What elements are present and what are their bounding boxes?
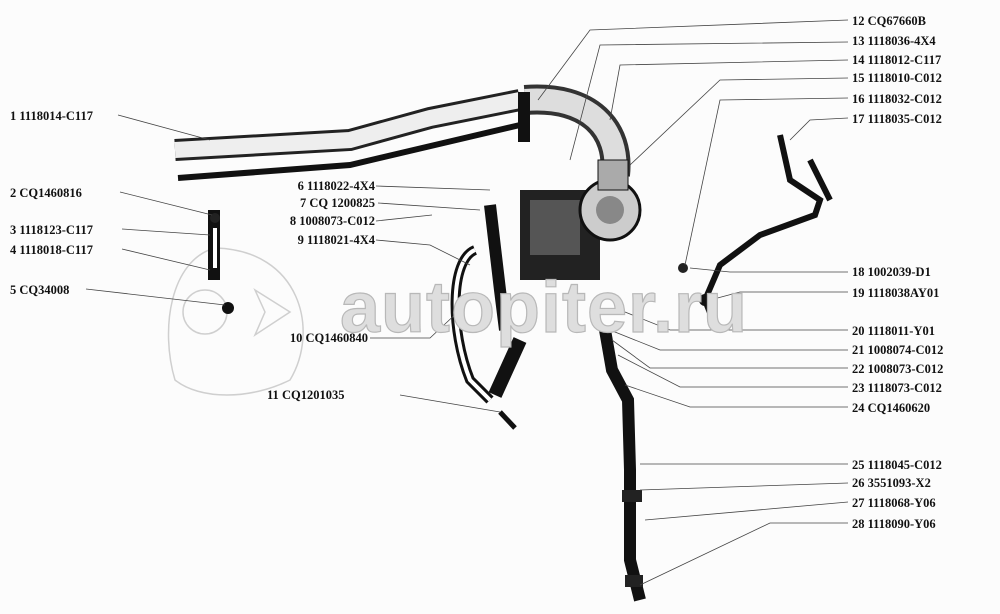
- part-code: 1118036-4X4: [867, 34, 936, 48]
- part-label-8: 8 1008073-C012: [265, 214, 375, 228]
- part-number: 15: [852, 71, 865, 85]
- part-code: 1118018-C117: [19, 243, 93, 257]
- part-label-19: 19 1118038AY01: [852, 286, 939, 300]
- part-number: 22: [852, 362, 865, 376]
- watermark-logo: [167, 247, 304, 396]
- part-code: CQ1460620: [867, 401, 931, 415]
- part-code: CQ67660B: [867, 14, 926, 28]
- part-code: CQ 1200825: [309, 196, 375, 210]
- part-label-3: 3 1118123-C117: [10, 223, 93, 237]
- part-code: CQ34008: [19, 283, 70, 297]
- part-label-28: 28 1118090-Y06: [852, 517, 936, 531]
- part-label-17: 17 1118035-C012: [852, 112, 942, 126]
- part-code: 1118021-4X4: [306, 233, 375, 247]
- intake-pipe: [174, 89, 523, 181]
- watermark-text: autopiter.ru: [339, 267, 749, 348]
- part-number: 2: [10, 186, 17, 200]
- part-number: 10: [289, 331, 303, 345]
- part-code: 1008073-C012: [867, 362, 944, 376]
- downpipe: [599, 328, 646, 602]
- part-code: CQ1460840: [305, 331, 369, 345]
- part-label-12: 12 CQ67660B: [852, 14, 926, 28]
- part-code: 1118014-C117: [19, 109, 93, 123]
- part-number: 17: [852, 112, 865, 126]
- part-code: 1118032-C012: [867, 92, 942, 106]
- part-number: 9: [297, 233, 304, 247]
- part-number: 8: [289, 214, 297, 228]
- part-label-27: 27 1118068-Y06: [852, 496, 936, 510]
- part-number: 19: [852, 286, 865, 300]
- part-label-25: 25 1118045-C012: [852, 458, 942, 472]
- part-label-16: 16 1118032-C012: [852, 92, 942, 106]
- part-number: 24: [852, 401, 865, 415]
- part-number: 7: [300, 196, 307, 210]
- part-code: 1002039-D1: [867, 265, 931, 279]
- part-number: 26: [852, 476, 865, 490]
- part-label-5: 5 CQ34008: [10, 283, 69, 297]
- part-label-6: 6 1118022-4X4: [265, 179, 375, 193]
- part-code: 1118010-C012: [867, 71, 942, 85]
- part-code: 1118068-Y06: [867, 496, 936, 510]
- part-label-13: 13 1118036-4X4: [852, 34, 936, 48]
- part-code: 1118123-C117: [19, 223, 93, 237]
- part-number: 16: [852, 92, 865, 106]
- part-label-24: 24 CQ1460620: [852, 401, 930, 415]
- part-code: 1008073-C012: [299, 214, 375, 228]
- part-code: CQ1201035: [281, 388, 345, 402]
- part-label-26: 26 3551093-X2: [852, 476, 931, 490]
- part-label-20: 20 1118011-Y01: [852, 324, 935, 338]
- part-label-15: 15 1118010-C012: [852, 71, 942, 85]
- part-number: 20: [852, 324, 865, 338]
- part-number: 23: [852, 381, 865, 395]
- part-number: 28: [852, 517, 865, 531]
- part-label-7: 7 CQ 1200825: [265, 196, 375, 210]
- part-label-14: 14 1118012-C117: [852, 53, 941, 67]
- part-number: 6: [297, 179, 304, 193]
- part-label-9: 9 1118021-4X4: [265, 233, 375, 247]
- part-number: 11: [267, 388, 279, 402]
- part-code: 1118073-C012: [867, 381, 942, 395]
- part-number: 25: [852, 458, 865, 472]
- part-label-22: 22 1008073-C012: [852, 362, 943, 376]
- part-label-4: 4 1118018-C117: [10, 243, 93, 257]
- part-number: 14: [852, 53, 865, 67]
- turbocharger: [520, 159, 642, 280]
- part-label-10: 10 CQ1460840: [258, 331, 368, 345]
- leader-lines: [85, 19, 849, 586]
- part-number: 5: [10, 283, 17, 297]
- part-number: 1: [10, 109, 17, 123]
- part-number: 21: [852, 343, 865, 357]
- part-label-23: 23 1118073-C012: [852, 381, 942, 395]
- part-label-2: 2 CQ1460816: [10, 186, 82, 200]
- part-code: 1118038AY01: [867, 286, 940, 300]
- part-number: 12: [852, 14, 865, 28]
- part-number: 3: [10, 223, 17, 237]
- part-label-18: 18 1002039-D1: [852, 265, 931, 279]
- part-code: 1118035-C012: [867, 112, 942, 126]
- part-code: 1118045-C012: [867, 458, 942, 472]
- part-code: 3551093-X2: [867, 476, 931, 490]
- part-code: 1118090-Y06: [867, 517, 936, 531]
- part-code: 1008074-C012: [867, 343, 944, 357]
- part-label-1: 1 1118014-C117: [10, 109, 93, 123]
- part-code: 1118022-4X4: [306, 179, 375, 193]
- part-code: CQ1460816: [19, 186, 82, 200]
- part-code: 1118012-C117: [867, 53, 942, 67]
- part-label-21: 21 1008074-C012: [852, 343, 943, 357]
- part-code: 1118011-Y01: [867, 324, 935, 338]
- part-number: 13: [852, 34, 865, 48]
- part-number: 18: [852, 265, 865, 279]
- part-number: 4: [10, 243, 17, 257]
- part-number: 27: [852, 496, 865, 510]
- part-label-11: 11 CQ1201035: [267, 388, 344, 402]
